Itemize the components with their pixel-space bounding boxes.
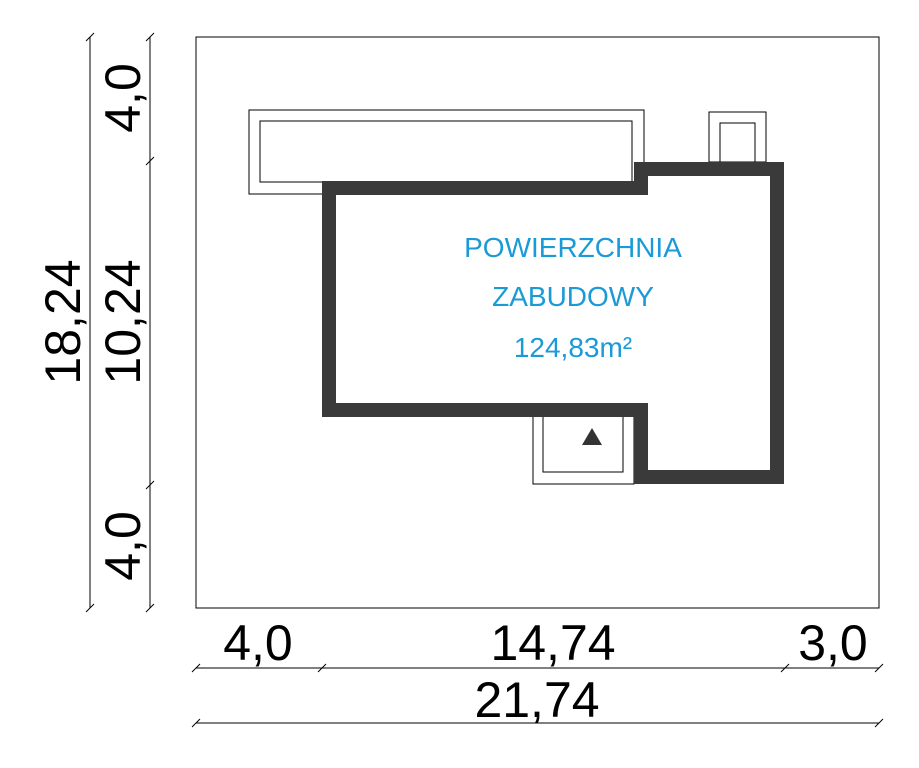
- dim-tick: [145, 603, 155, 613]
- dim-tick: [780, 663, 790, 673]
- dim-left-total: 18,24: [35, 259, 91, 384]
- building-walls: [322, 162, 784, 484]
- dim-left-top: 4,0: [95, 63, 151, 133]
- dim-bottom-total: 21,74: [474, 672, 599, 728]
- plot-boundary: [195, 36, 880, 609]
- dim-tick: [317, 663, 327, 673]
- dim-tick: [145, 480, 155, 490]
- dim-tick: [191, 663, 201, 673]
- triangle-up-icon: [582, 428, 602, 445]
- chimney-outer: [708, 111, 767, 163]
- dim-tick: [191, 718, 201, 728]
- dim-bottom-left: 4,0: [223, 615, 293, 671]
- area-value: 124,83m²: [514, 332, 632, 363]
- dim-tick: [145, 32, 155, 42]
- dim-left-bottom: 4,0: [95, 511, 151, 581]
- dim-bottom-middle: 14,74: [490, 615, 615, 671]
- dim-tick: [874, 718, 884, 728]
- dim-tick: [145, 156, 155, 166]
- porch-outer: [532, 415, 635, 485]
- area-label-line2: ZABUDOWY: [492, 281, 654, 312]
- dim-left-middle: 10,24: [95, 259, 151, 384]
- chimney-inner: [719, 122, 756, 163]
- dim-bottom-right: 3,0: [798, 615, 868, 671]
- area-label-line1: POWIERZCHNIA: [464, 232, 682, 263]
- terrace-inner: [259, 120, 633, 183]
- dim-tick: [874, 663, 884, 673]
- dim-tick: [85, 32, 95, 42]
- dim-tick: [85, 603, 95, 613]
